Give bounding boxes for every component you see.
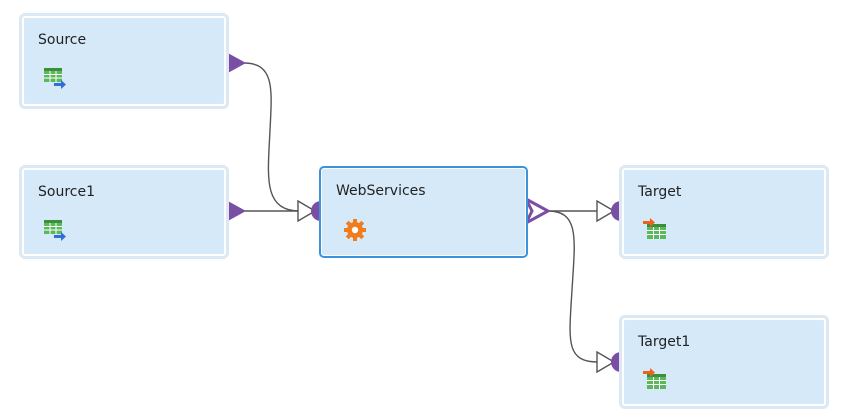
- node-source-label: Source: [38, 32, 87, 48]
- link-source-to-webservices[interactable]: [243, 62, 301, 212]
- link-webservices-to-target1[interactable]: [547, 210, 599, 363]
- node-source1-label: Source1: [38, 184, 95, 200]
- node-webservices[interactable]: WebServices: [321, 168, 526, 256]
- gear-icon: [342, 217, 368, 243]
- source-table-icon: [42, 65, 68, 91]
- source-output-port[interactable]: [226, 52, 246, 74]
- node-target-label: Target: [638, 184, 682, 200]
- target-table-icon: [642, 217, 668, 243]
- webservices-output-port[interactable]: [522, 195, 552, 227]
- node-source1[interactable]: Source1: [22, 168, 226, 256]
- node-target[interactable]: Target: [622, 168, 826, 256]
- target-table-icon: [642, 367, 668, 393]
- node-webservices-label: WebServices: [336, 183, 426, 199]
- node-target1-label: Target1: [638, 334, 691, 350]
- source-table-icon: [42, 217, 68, 243]
- node-source[interactable]: Source: [22, 16, 226, 106]
- source1-output-port[interactable]: [226, 200, 246, 222]
- node-target1[interactable]: Target1: [622, 318, 826, 406]
